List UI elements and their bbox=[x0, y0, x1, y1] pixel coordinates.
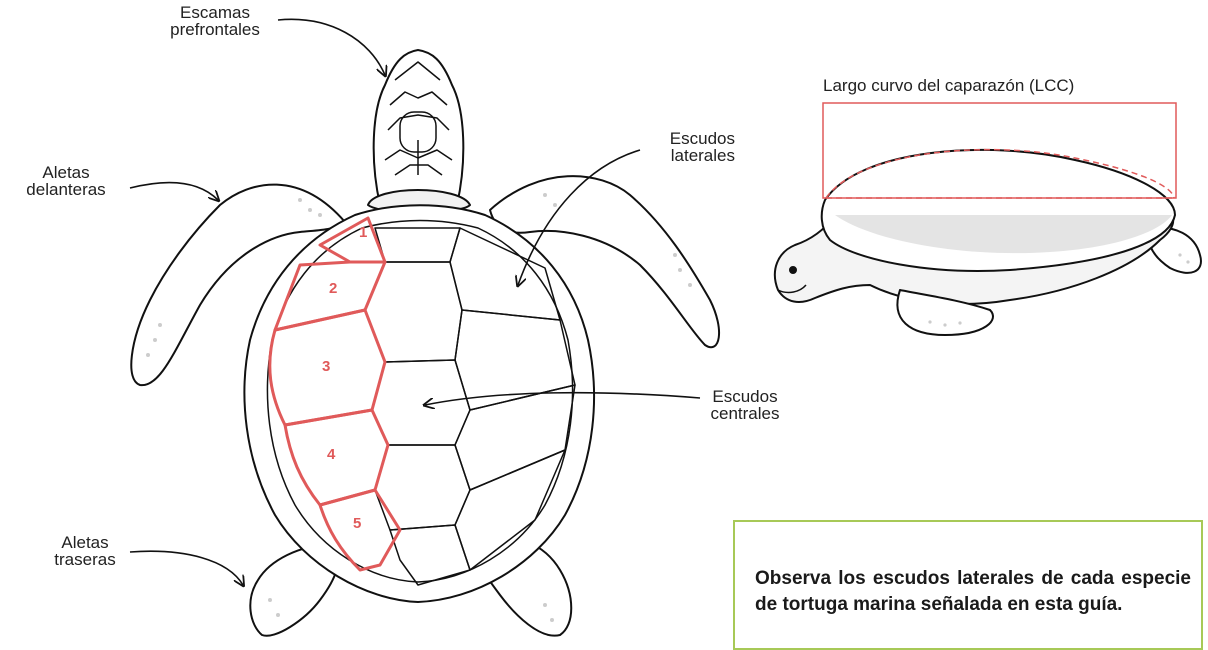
front-flipper-arrow bbox=[130, 183, 218, 200]
head bbox=[374, 50, 464, 205]
prefrontal-label-line1: Escamas bbox=[150, 4, 280, 21]
rear-flipper-label-line2: traseras bbox=[30, 551, 140, 568]
carapace bbox=[244, 205, 594, 602]
rear-flipper-arrow bbox=[130, 551, 243, 585]
rear-flipper-label-line1: Aletas bbox=[30, 534, 140, 551]
prefrontal-label: Escamas prefrontales bbox=[150, 4, 280, 38]
lcc-title: Largo curvo del caparazón (LCC) bbox=[823, 76, 1074, 96]
scute-number-5: 5 bbox=[353, 515, 361, 532]
front-flipper-label: Aletas delanteras bbox=[0, 164, 132, 198]
scute-number-2: 2 bbox=[329, 280, 337, 297]
prefrontal-arrow bbox=[278, 19, 385, 75]
lateral-label-line2: laterales bbox=[620, 147, 735, 164]
note-box: Observa los escudos laterales de cada es… bbox=[733, 520, 1203, 650]
turtle-side-view bbox=[775, 150, 1201, 335]
lateral-label: Escudos laterales bbox=[620, 130, 735, 164]
note-text: Observa los escudos laterales de cada es… bbox=[755, 566, 1191, 618]
central-label: Escudos centrales bbox=[690, 388, 800, 422]
front-flipper-label-line1: Aletas bbox=[0, 164, 132, 181]
central-label-line1: Escudos bbox=[690, 388, 800, 405]
lateral-label-line1: Escudos bbox=[620, 130, 735, 147]
central-label-line2: centrales bbox=[690, 405, 800, 422]
scute-number-3: 3 bbox=[322, 358, 330, 375]
scute-number-1: 1 bbox=[359, 224, 367, 241]
scute-number-4: 4 bbox=[327, 446, 335, 463]
front-flipper-label-line2: delanteras bbox=[0, 181, 132, 198]
rear-flipper-label: Aletas traseras bbox=[30, 534, 140, 568]
prefrontal-label-line2: prefrontales bbox=[150, 21, 280, 38]
